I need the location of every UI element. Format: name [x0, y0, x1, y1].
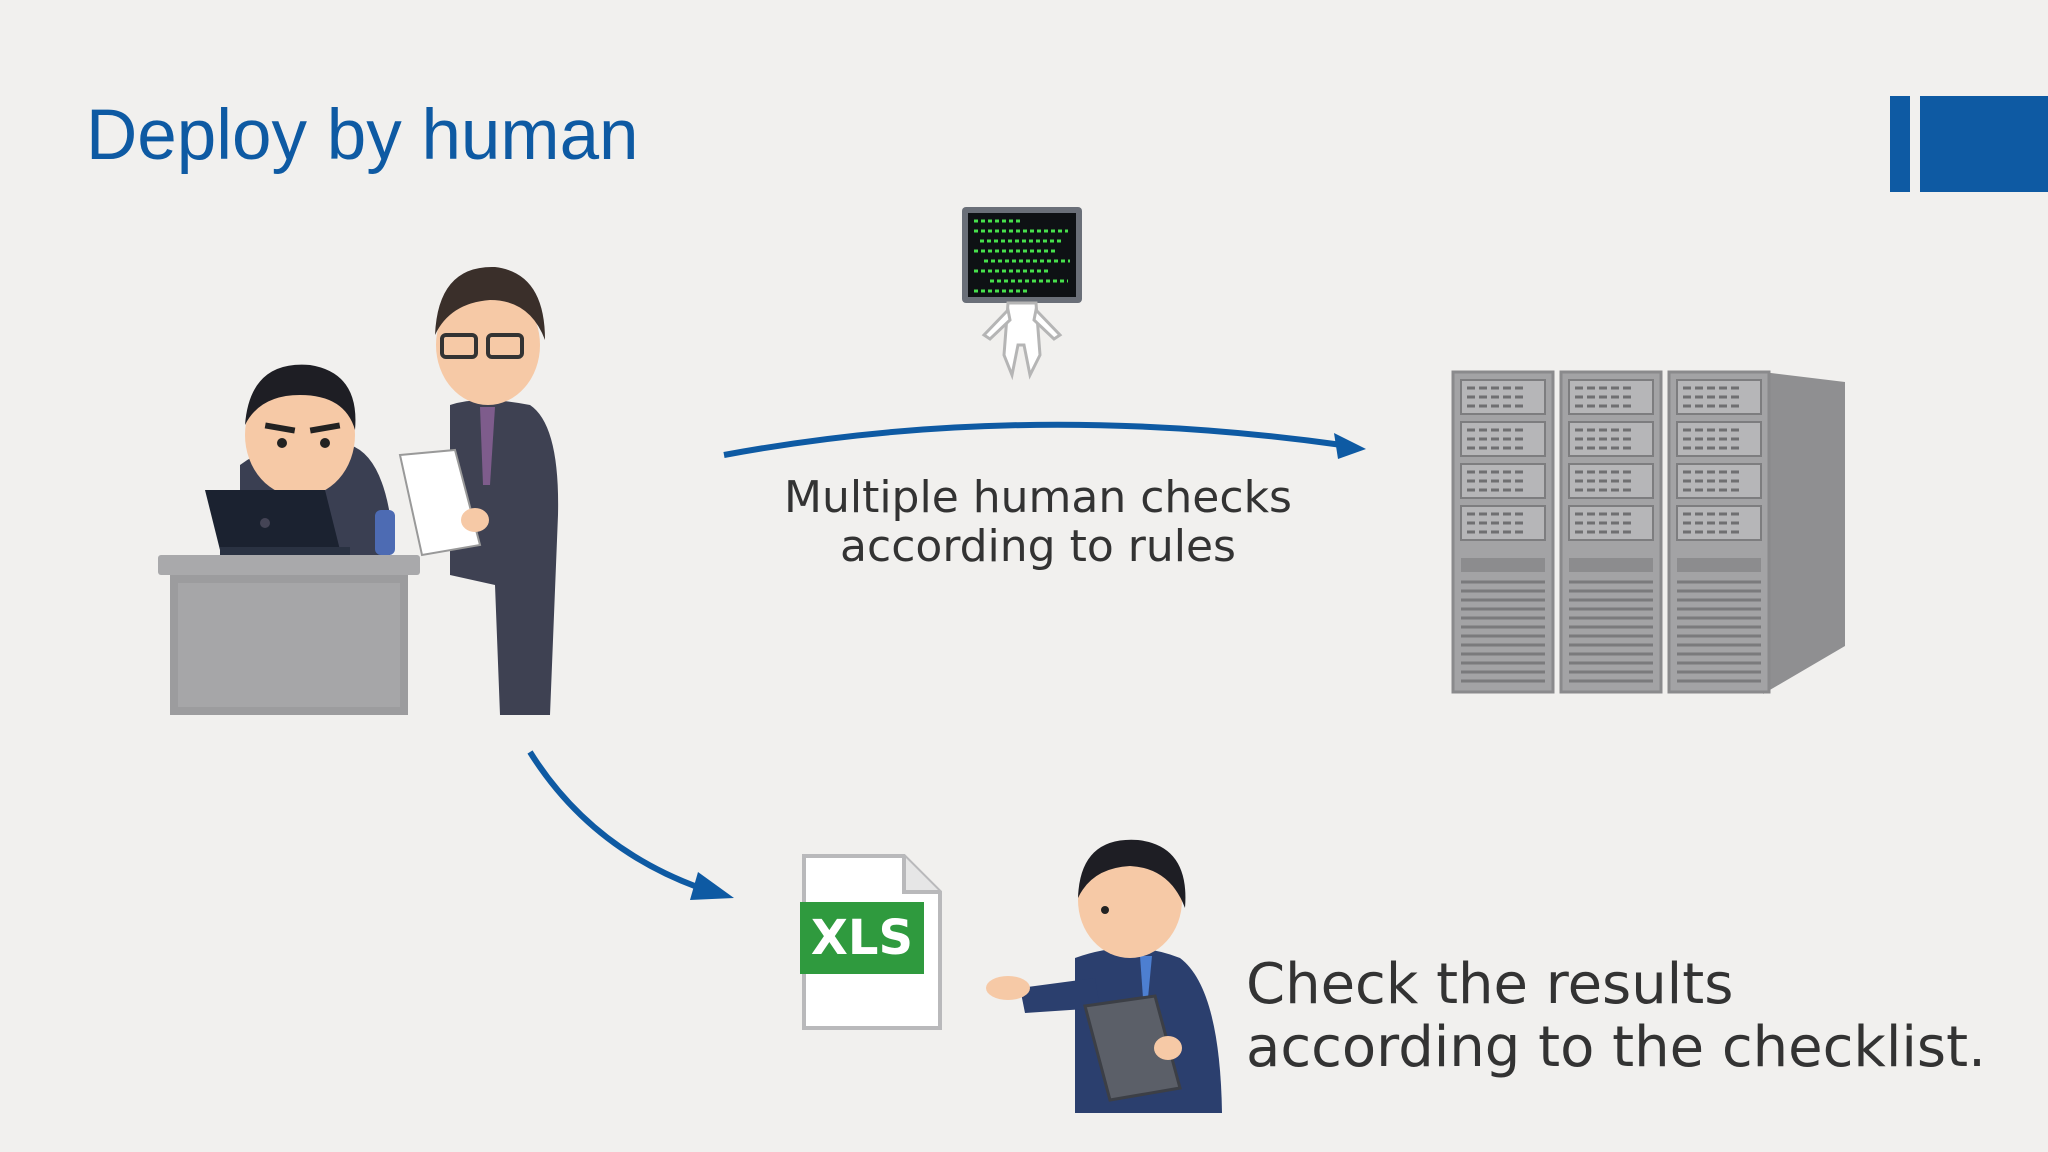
checklist-line2: according to the checklist.: [1246, 1014, 1986, 1080]
rack-drive-bays: [1460, 379, 1762, 683]
robot-body: [981, 301, 1063, 381]
checklist-line1: Check the results: [1246, 952, 1734, 1017]
terminal-screen-icon: [962, 207, 1082, 303]
human-checks-caption: Multiple human checks according to rules: [738, 473, 1338, 572]
checklist-caption: Check the results according to the check…: [1246, 952, 2036, 1080]
standing-manager: [398, 266, 559, 715]
desk-icon: [158, 555, 420, 715]
accent-bar-thin: [1890, 96, 1910, 192]
laptop-icon: [205, 490, 350, 555]
flow-arrow-to-checklist: [527, 750, 734, 900]
xls-file-icon: XLS: [800, 852, 945, 1032]
server-racks-illustration: [1451, 370, 1845, 694]
robot-terminal-illustration: [962, 207, 1082, 381]
human-checks-line1: Multiple human checks: [784, 472, 1292, 523]
slide-title: Deploy by human: [86, 96, 639, 175]
pointing-worker-illustration: [986, 839, 1222, 1113]
human-checks-line2: according to rules: [840, 521, 1236, 573]
office-workers-illustration: [158, 266, 559, 715]
accent-bar-wide: [1920, 96, 2048, 192]
flow-arrow-to-servers: [723, 421, 1366, 459]
xls-file-label: XLS: [810, 910, 914, 966]
